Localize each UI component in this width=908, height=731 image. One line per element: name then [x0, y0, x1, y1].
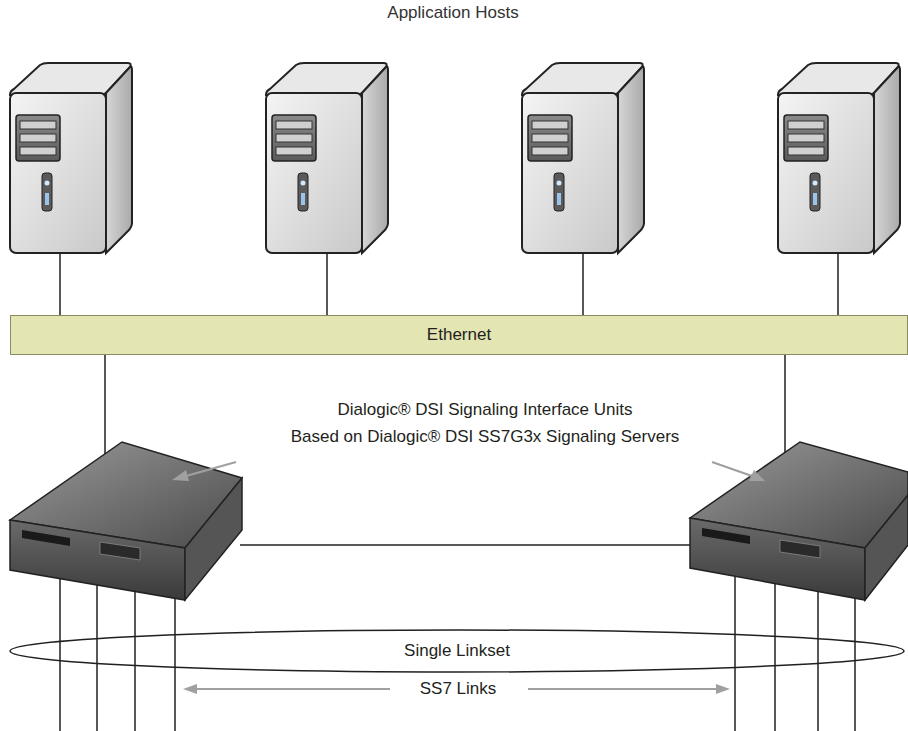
callout-arrow	[172, 462, 765, 481]
callout-text: Based on Dialogic® DSI SS7G3x Signaling …	[291, 427, 680, 447]
signaling-unit	[10, 442, 242, 600]
callout-text: Dialogic® DSI Signaling Interface Units	[337, 400, 632, 420]
host-wire	[60, 250, 838, 470]
unit-link	[240, 544, 690, 546]
node-text: Ethernet	[11, 325, 907, 345]
diagram-title: Application Hosts	[387, 3, 518, 23]
server-tower	[266, 63, 388, 253]
server-tower	[10, 63, 132, 253]
linkset-ellipse: Single Linkset	[8, 628, 906, 674]
server-tower	[522, 63, 644, 253]
server-tower	[778, 63, 900, 253]
signaling-unit	[690, 442, 908, 600]
span-label: SS7 Links	[416, 679, 501, 699]
node-text: Single Linkset	[8, 641, 906, 661]
network-band: Ethernet	[10, 315, 908, 355]
